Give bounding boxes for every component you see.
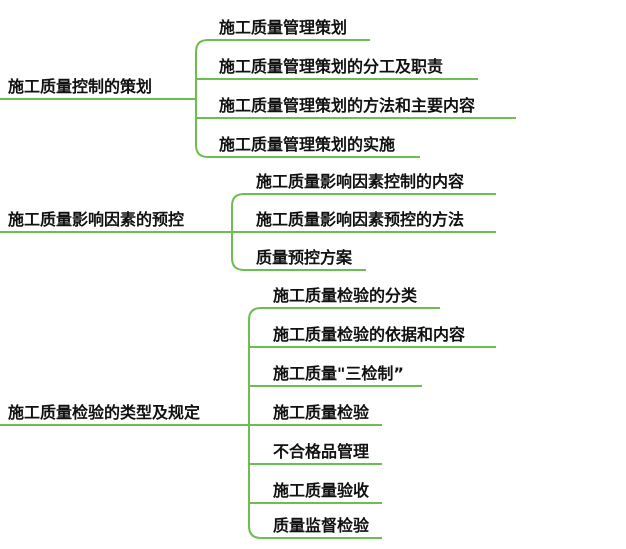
topic-inspection-types-rules: 施工质量检验的类型及规定: [8, 403, 201, 422]
subtopic-label: 施工质量管理策划: [219, 18, 348, 37]
subtopic-label: 施工质量验收: [273, 481, 370, 500]
topic-quality-control-planning: 施工质量控制的策划: [8, 77, 153, 96]
topic-influencing-factors-precontrol: 施工质量影响因素的预控: [8, 210, 185, 229]
branch-curve: [248, 525, 262, 539]
subtopic-label: 不合格品管理: [273, 442, 370, 461]
branch-curve: [195, 144, 209, 158]
branch-curve: [231, 257, 245, 271]
subtopic-label: 施工质量管理策划的实施: [219, 135, 396, 154]
subtopic-label: 质量监督检验: [273, 516, 370, 535]
branch-curve: [231, 193, 245, 207]
subtopic-label: 质量预控方案: [256, 248, 353, 267]
subtopic-label: 施工质量检验的依据和内容: [273, 325, 466, 344]
subtopic-label: 施工质量"三检制”: [273, 364, 404, 383]
subtopic-label: 施工质量影响因素控制的内容: [256, 172, 465, 191]
subtopic-label: 施工质量管理策划的分工及职责: [219, 57, 444, 76]
subtopic-label: 施工质量影响因素预控的方法: [256, 210, 465, 229]
subtopic-label: 施工质量管理策划的方法和主要内容: [219, 96, 476, 115]
subtopic-label: 施工质量检验: [273, 403, 370, 422]
subtopic-label: 施工质量检验的分类: [273, 286, 418, 305]
branch-curve: [248, 307, 262, 321]
branch-curve: [195, 39, 209, 53]
